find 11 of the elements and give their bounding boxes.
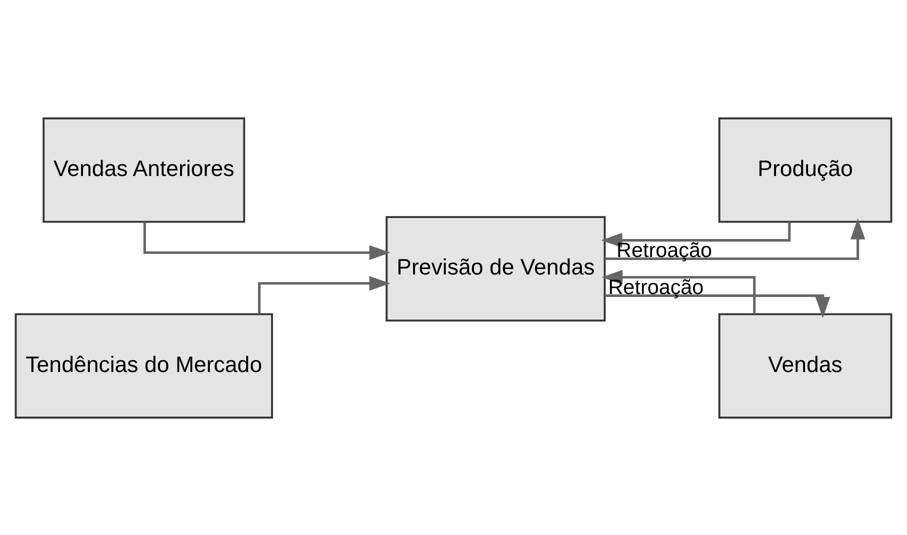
node-box: Vendas Anteriores [42,116,246,222]
arrow [143,221,390,260]
node-box: Previsão de Vendas [386,216,606,321]
node-box: Tendências do Mercado [14,312,273,418]
edge-label: Retroação [608,275,704,298]
edge-label: Retroação [616,238,712,262]
node-box: Produção [718,116,892,222]
arrow [605,294,830,318]
arrow [604,218,866,260]
node-box: Vendas [718,312,892,418]
arrow [258,276,390,314]
